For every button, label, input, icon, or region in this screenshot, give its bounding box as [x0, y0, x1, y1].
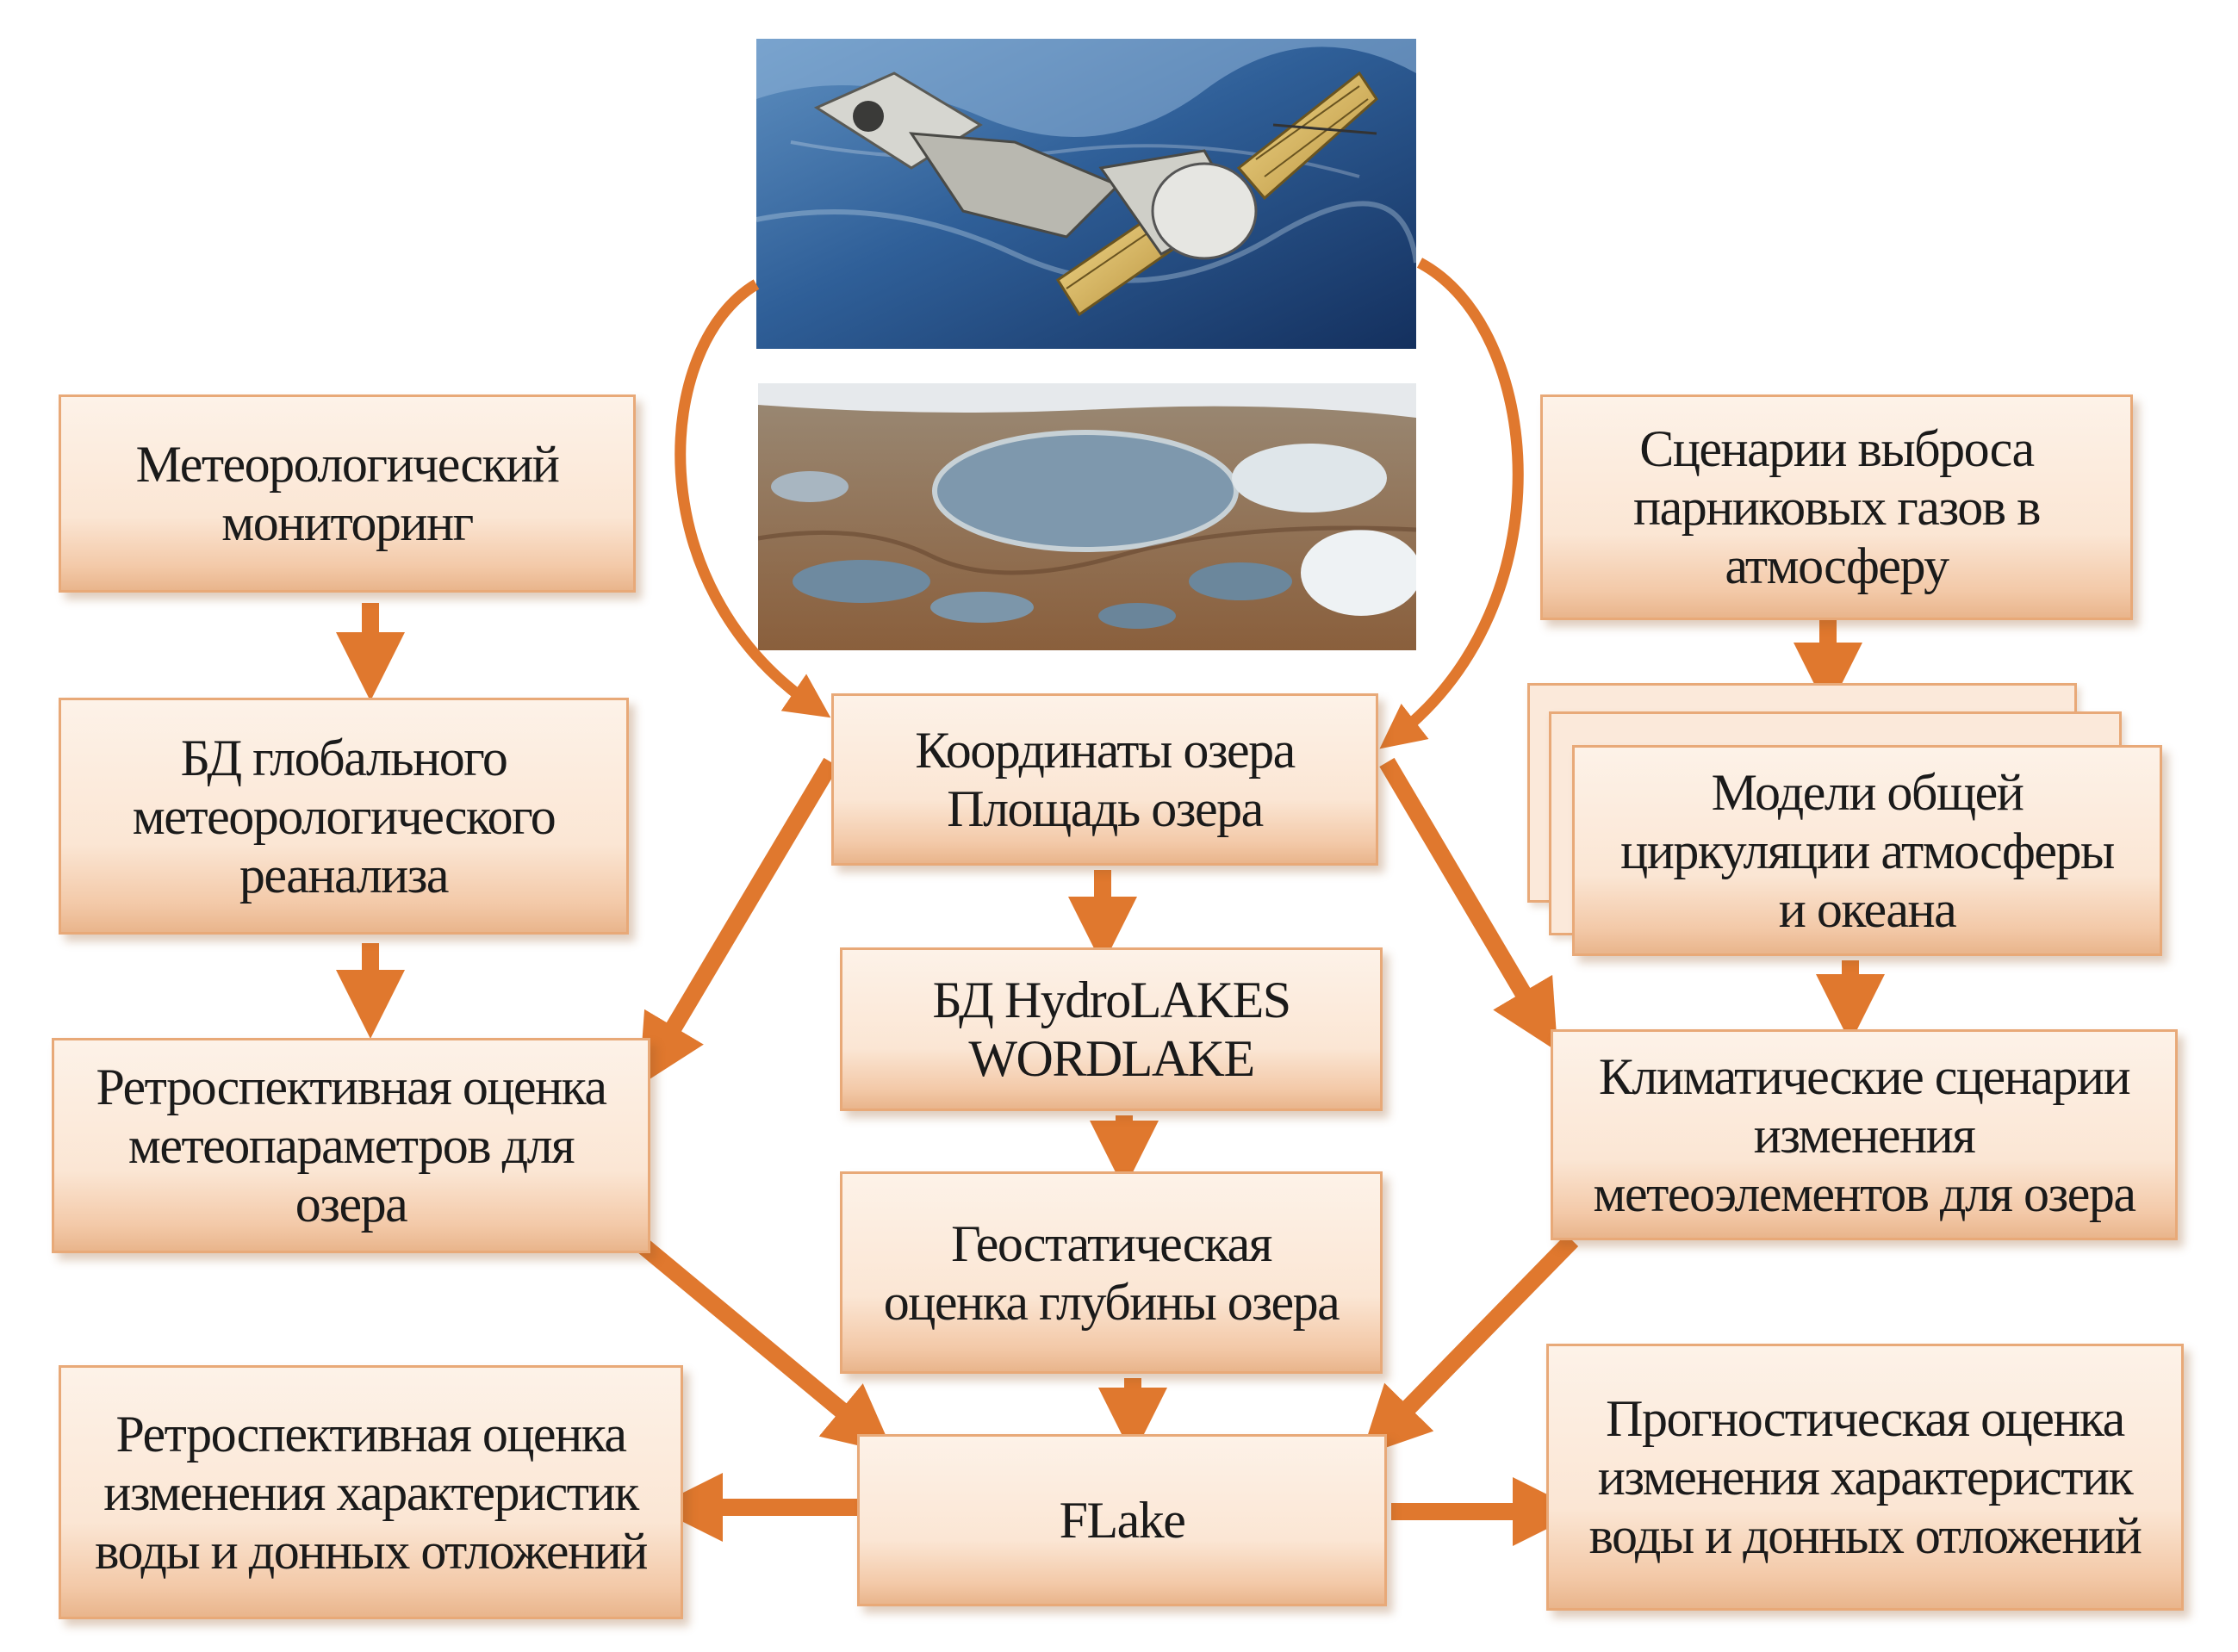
box-line: Ретроспективная оценка [96, 1059, 607, 1115]
box-line: и океана [1778, 880, 1957, 938]
box-line: циркуляции атмосферы [1620, 822, 2115, 879]
box-line: метеоэлементов для озера [1593, 1164, 2136, 1222]
box-line: Прогностическая оценка [1606, 1390, 2125, 1447]
box-line: БД HydroLAKES [932, 972, 1291, 1028]
box-line: оценка глубины озера [883, 1273, 1340, 1331]
box-line: FLake [1059, 1492, 1186, 1549]
box-meteo-monitoring: Метеорологический мониторинг [59, 394, 636, 593]
box-line: Геостатическая [951, 1214, 1272, 1272]
box-forecast-water: Прогностическая оценка изменения характе… [1546, 1344, 2184, 1611]
box-line: Метеорологический [135, 436, 560, 493]
arrow-retro-to-flake [636, 1238, 894, 1454]
box-line: изменения характеристик [1597, 1449, 2134, 1506]
box-line: изменения характеристик [103, 1463, 639, 1521]
box-line: парниковых газов в [1633, 479, 2041, 536]
box-line: мониторинг [221, 494, 474, 551]
arrow-satellite-to-coords-right [1379, 258, 1524, 749]
box-line: Климатические сценарии [1598, 1047, 2131, 1105]
box-line: воды и донных отложений [1588, 1507, 2142, 1564]
box-general-circulation-models: Модели общей циркуляции атмосферы и океа… [1572, 745, 2162, 956]
box-line: Сценарии выброса [1639, 420, 2035, 477]
box-line: WORDLAKE [968, 1030, 1255, 1087]
box-hydrolakes-db: БД HydroLAKES WORDLAKE [840, 947, 1383, 1111]
box-line: Ретроспективная оценка [115, 1405, 627, 1463]
box-line: метеопараметров для [127, 1117, 575, 1174]
box-line: реанализа [239, 846, 450, 904]
box-retro-meteo: Ретроспективная оценка метеопараметров д… [52, 1038, 650, 1253]
box-line: метеорологического [132, 787, 556, 845]
arrow-climate-to-flake [1360, 1234, 1579, 1456]
satellite-photo [756, 39, 1416, 349]
box-emission-scenarios: Сценарии выброса парниковых газов в атмо… [1540, 394, 2133, 620]
box-lake-coordinates: Координаты озера Площадь озера [831, 693, 1378, 866]
arrow-coords-to-retro [638, 757, 839, 1086]
lake-aerial-photo [758, 383, 1416, 650]
box-line: Площадь озера [947, 780, 1264, 837]
box-line: атмосферу [1725, 537, 1949, 594]
box-line: Координаты озера [915, 722, 1296, 779]
arrow-coords-to-climate [1379, 757, 1558, 1053]
box-global-reanalysis: БД глобального метеорологического реанал… [59, 698, 629, 935]
box-line: озера [295, 1176, 408, 1233]
box-climate-scenarios: Климатические сценарии изменения метеоэл… [1551, 1029, 2178, 1240]
box-line: изменения [1753, 1106, 1976, 1164]
box-retro-water: Ретроспективная оценка изменения характе… [59, 1365, 683, 1619]
box-geostatistical-depth: Геостатическая оценка глубины озера [840, 1171, 1383, 1374]
box-line: воды и донных отложений [95, 1522, 648, 1580]
box-line: Модели общей [1711, 763, 2024, 821]
box-flake-model: FLake [857, 1434, 1387, 1606]
box-line: БД глобального [180, 729, 508, 786]
arrow-satellite-to-coords-left [675, 279, 831, 718]
